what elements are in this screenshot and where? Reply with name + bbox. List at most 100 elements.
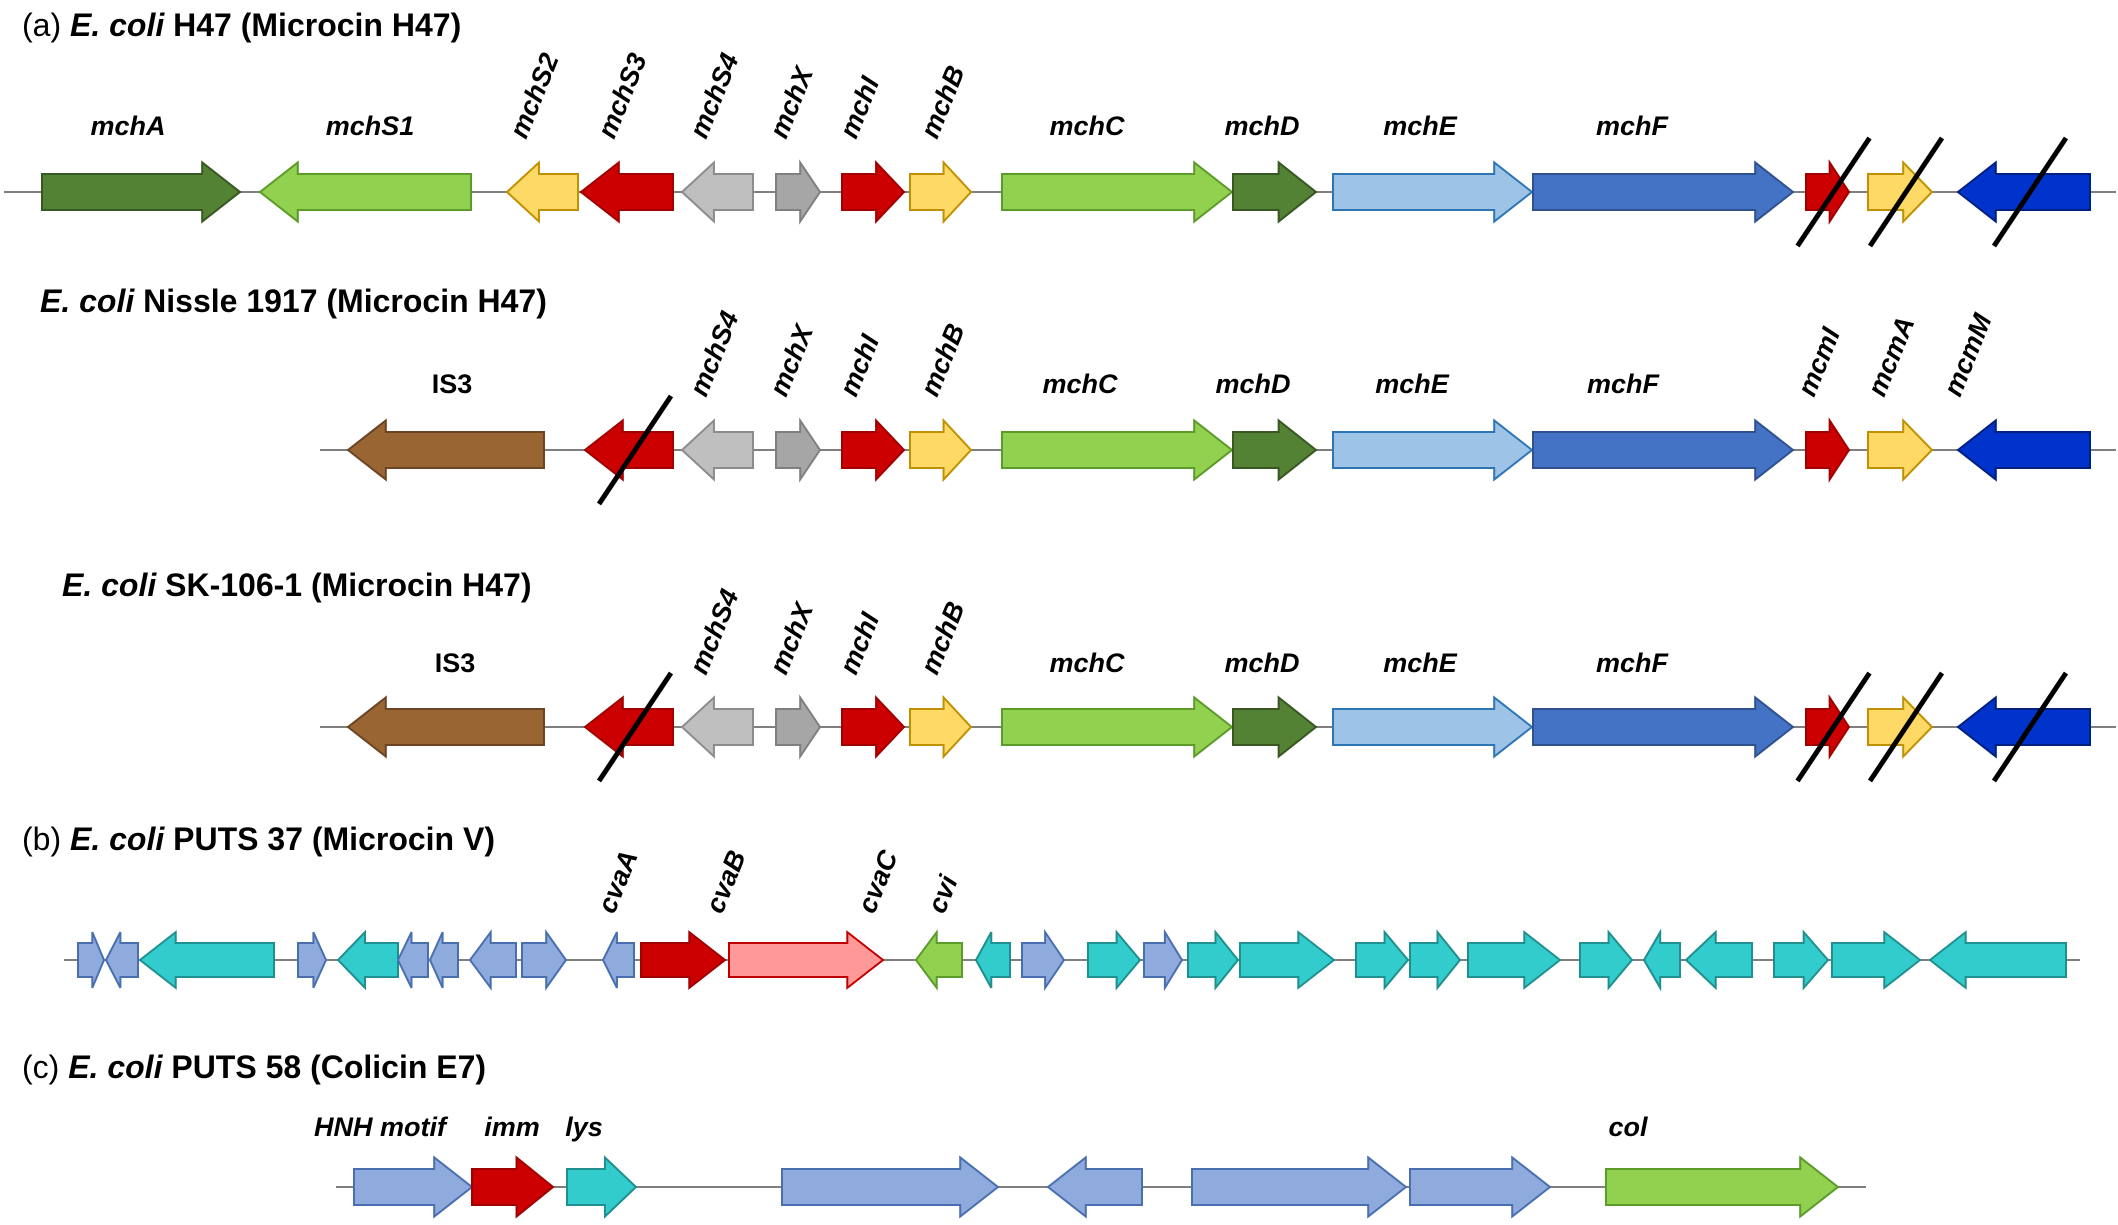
panel-a3-gene-label-0: IS3 [435,648,476,678]
panel-b-gene-arrow-22 [1579,929,1634,991]
panel-b-gene-arrow-27 [1928,930,2067,990]
panel-b-letter: (b) [22,821,61,857]
panel-a1-gene-label-10: mchE [1383,111,1458,141]
panel-b-gene-arrow-26 [1831,930,1922,990]
panel-a3-gene-arrow-8 [1332,695,1534,759]
panel-c-gene-label-2: lys [565,1112,603,1142]
panel-b-gene-arrow-0 [77,931,106,989]
panel-a2-gene-arrow-7 [1232,418,1318,482]
panel-b-gene-arrow-24 [1684,929,1753,991]
panel-c-gene-arrow-4 [1046,1155,1143,1219]
panel-a2-gene-arrow-6 [1001,418,1234,482]
panel-a3-gene-arrow-3 [775,694,822,760]
panel-a1-gene-arrow-14 [1956,160,2091,224]
panel-c-gene-arrow-5 [1191,1155,1408,1219]
panel-a2-gene-arrow-11 [1867,418,1934,482]
panel-a3-gene-arrow-1 [583,695,674,759]
panel-a3-gene-arrow-5 [909,694,973,760]
panel-a2-gene-label-10: mcmI [1792,323,1846,400]
panel-c-letter: (c) [22,1049,59,1085]
panel-b-gene-label-12: cvi [922,871,964,918]
panel-a3-gene-arrow-2 [680,695,754,759]
panel-a1-gene-label-11: mchF [1596,111,1670,141]
panel-b-organism: E. coli [70,821,165,857]
panel-a3-gene-arrow-10 [1805,694,1851,760]
panel-b-gene-label-11: cvaC [852,846,904,918]
panel-a1-deletion-strike-12 [1795,136,1872,248]
panel-a1-gene-arrow-7 [909,159,973,225]
panel-a3-deletion-strike-12 [1991,671,2069,783]
panel-c-gene-arrow-3 [781,1155,1000,1219]
panel-a1-gene-arrow-12 [1805,159,1851,225]
panel-a2-gene-label-6: mchC [1042,369,1118,399]
panel-b-gene-arrow-19 [1355,929,1410,991]
panel-b-gene-arrow-5 [396,931,429,989]
panel-a1-gene-label-2: mchS2 [504,49,565,142]
panel-b-gene-arrow-13 [974,931,1011,989]
panel-c-gene-arrow-0 [353,1155,474,1219]
panel-a2-gene-label-9: mchF [1587,369,1661,399]
panel-b-gene-arrow-10 [640,930,727,990]
panel-a3-gene-label-2: mchS4 [684,585,745,678]
panel-a2-gene-label-5: mchB [915,319,971,400]
panel-c-gene-arrow-6 [1409,1155,1552,1219]
panel-c-gene-label-1: imm [484,1112,540,1142]
panel-b-gene-arrow-8 [521,928,568,992]
panel-a3-gene-arrow-9 [1532,695,1795,759]
panel-a1-gene-label-3: mchS3 [592,49,653,142]
panel-a1-gene-label-5: mchX [764,61,820,142]
panel-a3-gene-label-4: mchI [834,608,886,678]
panel-a1-organism: E. coli [70,7,165,43]
panel-a1-gene-label-7: mchB [915,61,971,142]
panel-a1-gene-label-8: mchC [1049,111,1125,141]
panel-a2-gene-label-7: mchD [1215,369,1290,399]
panel-a3-gene-arrow-12 [1956,695,2091,759]
gene-arrows [41,159,2091,1219]
panel-c-gene-arrow-2 [566,1155,638,1219]
panel-b-gene-arrow-21 [1467,930,1562,990]
panel-a1-gene-label-6: mchI [834,72,886,142]
panel-a3-deletion-strike-1 [596,671,674,783]
panel-a1-gene-arrow-5 [775,159,822,225]
panel-a3-strain: SK-106-1 (Microcin H47) [165,567,531,603]
panel-a1-gene-arrow-4 [680,160,754,224]
panel-a2-gene-arrow-8 [1332,418,1534,482]
panel-a3-gene-arrow-0 [346,695,545,759]
panel-a1-strain: H47 (Microcin H47) [173,7,461,43]
panel-b-gene-arrow-23 [1642,928,1681,992]
panel-a1-deletion-strike-13 [1867,136,1945,248]
panel-b-gene-arrow-6 [428,931,459,989]
panel-a2-deletion-strike-1 [596,394,674,506]
panel-b-gene-arrow-11 [728,930,885,990]
panel-c-gene-label-7: col [1608,1112,1648,1142]
panel-a1-deletion-strike-14 [1991,136,2069,248]
panel-a2-header: E. coli Nissle 1917 (Microcin H47) [40,283,547,319]
panel-a2-gene-arrow-4 [841,417,906,483]
panel-a1-gene-arrow-1 [258,160,472,224]
panel-c-gene-label-0: HNH motif [314,1112,449,1142]
panel-a2-gene-arrow-3 [775,417,822,483]
panel-a2-gene-label-12: mcmM [1938,309,1998,400]
panel-b-gene-arrow-16 [1143,928,1184,992]
panel-b-gene-arrow-3 [297,931,328,989]
panel-a1-gene-label-9: mchD [1224,111,1299,141]
panel-b-gene-label-10: cvaB [700,846,752,917]
panel-b-gene-arrow-17 [1187,929,1240,991]
panel-b-gene-arrow-18 [1239,930,1336,990]
panel-a3-gene-label-7: mchD [1224,648,1299,678]
panel-b-gene-arrow-12 [914,929,963,991]
panel-a1-gene-arrow-11 [1532,160,1795,224]
panel-c-organism: E. coli [68,1049,163,1085]
panel-b-gene-arrow-4 [336,929,399,991]
panel-a2-strain: Nissle 1917 (Microcin H47) [143,283,547,319]
panel-a2-gene-arrow-10 [1805,417,1851,483]
panel-a2-gene-arrow-9 [1532,418,1795,482]
panel-b-gene-arrow-25 [1773,929,1830,991]
panel-a3-gene-label-6: mchC [1049,648,1125,678]
panel-a3-gene-label-3: mchX [764,597,820,678]
panel-c-strain: PUTS 58 (Colicin E7) [171,1049,486,1085]
panel-a1-gene-label-0: mchA [90,111,165,141]
panel-a2-gene-arrow-5 [909,417,973,483]
panel-b-gene-arrow-1 [104,931,139,989]
